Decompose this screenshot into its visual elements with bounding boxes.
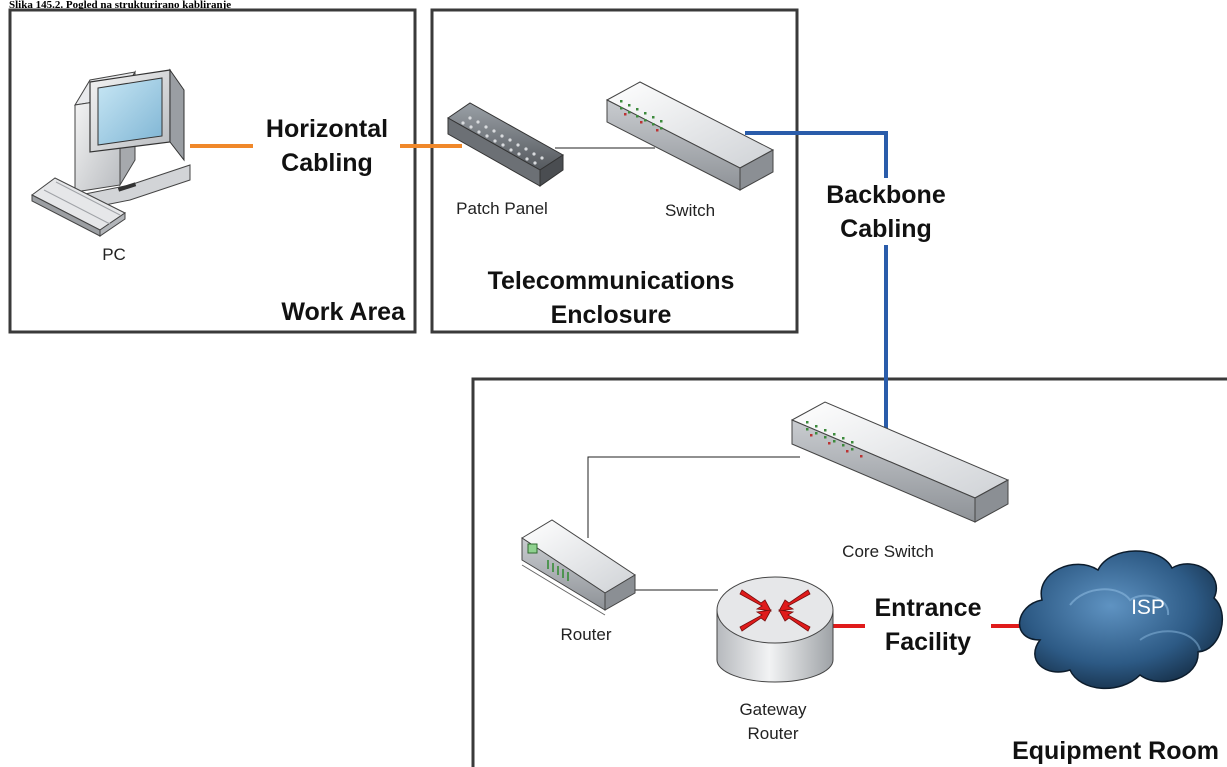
figure-caption: Slika 145.2. Pogled na strukturirano kab… (9, 0, 232, 11)
backbone-cable-top (745, 131, 888, 178)
isp-cloud-icon (1018, 550, 1223, 689)
gateway-router-label-2: Router (747, 724, 798, 743)
telecom-enclosure-box (430, 8, 799, 334)
telecom-enclosure-label-2: Enclosure (551, 301, 672, 329)
patch-panel-icon (447, 102, 564, 187)
work-area-label: Work Area (281, 298, 406, 326)
horizontal-cabling-label-2: Cabling (281, 149, 373, 177)
core-to-router-cable (587, 456, 800, 538)
telecom-enclosure-label-1: Telecommunications (488, 267, 735, 295)
router-label: Router (560, 625, 611, 644)
switch-icon (605, 81, 775, 191)
equipment-room-label: Equipment Room (1012, 737, 1219, 765)
router-icon (521, 519, 636, 616)
isp-label: ISP (1131, 596, 1165, 619)
pc-label: PC (102, 245, 126, 264)
horizontal-cabling-label-1: Horizontal (266, 115, 388, 143)
backbone-cabling-label-2: Cabling (840, 215, 932, 243)
pc-icon (31, 68, 191, 237)
backbone-cabling-label-1: Backbone (826, 181, 946, 209)
entrance-facility-label-2: Facility (885, 628, 971, 656)
core-switch-label: Core Switch (842, 542, 934, 561)
work-area-box (8, 8, 417, 334)
entrance-facility-label-1: Entrance (875, 594, 982, 622)
gateway-router-label-1: Gateway (739, 700, 807, 719)
gateway-router-icon (716, 576, 834, 683)
core-switch-icon (790, 401, 1010, 523)
patch-panel-label: Patch Panel (456, 199, 548, 218)
equipment-room-box (471, 377, 1227, 767)
backbone-cable-bottom (855, 245, 888, 432)
switch-label: Switch (665, 201, 715, 220)
